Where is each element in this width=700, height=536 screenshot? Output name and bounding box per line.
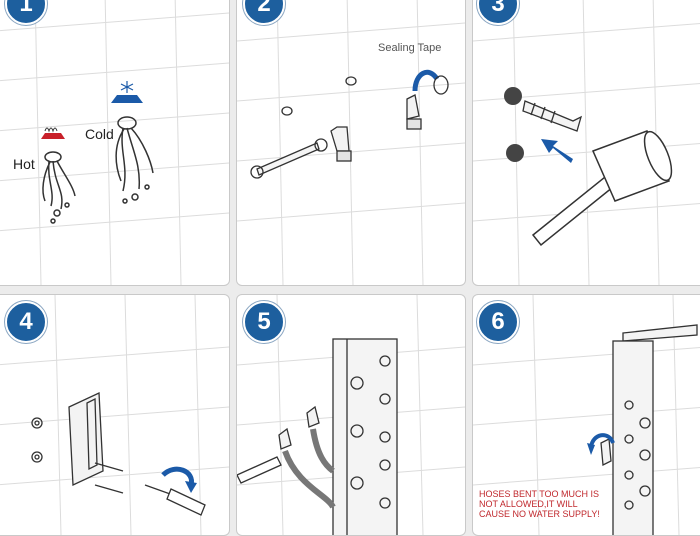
wall-hole-top	[504, 87, 522, 105]
warning-text: HOSES BENT TOO MUCH IS NOT ALLOWED,IT WI…	[479, 489, 600, 519]
step-6-panel: 6 HOSES BENT TOO MUCH IS NOT ALLOWED,IT …	[472, 294, 700, 536]
step-3-illustration	[473, 0, 700, 285]
hot-label: Hot	[13, 156, 35, 172]
step-1-panel: 1 Hot Cold	[0, 0, 230, 286]
installed-shower-panel	[612, 324, 698, 535]
step-1-illustration	[0, 0, 229, 285]
step-4-badge: 4	[5, 301, 47, 343]
step-5-illustration	[237, 295, 465, 535]
snowflake-icon	[111, 81, 143, 103]
wall-anchor	[522, 100, 583, 132]
step-3-panel: 3	[472, 0, 700, 286]
mounting-bracket	[68, 392, 104, 486]
step-6-badge: 6	[477, 301, 519, 343]
step-2-panel: 2 Sealing Tape	[236, 0, 466, 286]
hot-water-outlet	[42, 151, 76, 224]
sealing-tape-label: Sealing Tape	[378, 42, 442, 54]
shower-panel	[332, 338, 398, 535]
arrow-icon	[541, 139, 573, 163]
wall-pipe-right	[345, 76, 357, 86]
flame-icon	[41, 127, 65, 139]
wall-hole-bottom	[506, 144, 524, 162]
wall-pipe-left	[281, 106, 293, 116]
step-6-illustration	[473, 295, 700, 535]
step-5-panel: 5	[236, 294, 466, 536]
screwdriver-icon	[144, 484, 206, 516]
cold-water-outlet	[115, 116, 154, 204]
elbow-connector-left	[330, 126, 352, 162]
step-2-illustration	[237, 0, 465, 285]
elbow-connector-right	[406, 69, 449, 130]
cold-label: Cold	[85, 126, 114, 142]
step-4-illustration	[0, 295, 229, 535]
hammer-icon	[531, 130, 673, 247]
wrench-icon	[250, 138, 328, 179]
step-4-panel: 4	[0, 294, 230, 536]
rotate-arrow-icon	[161, 466, 194, 486]
step-5-badge: 5	[243, 301, 285, 343]
